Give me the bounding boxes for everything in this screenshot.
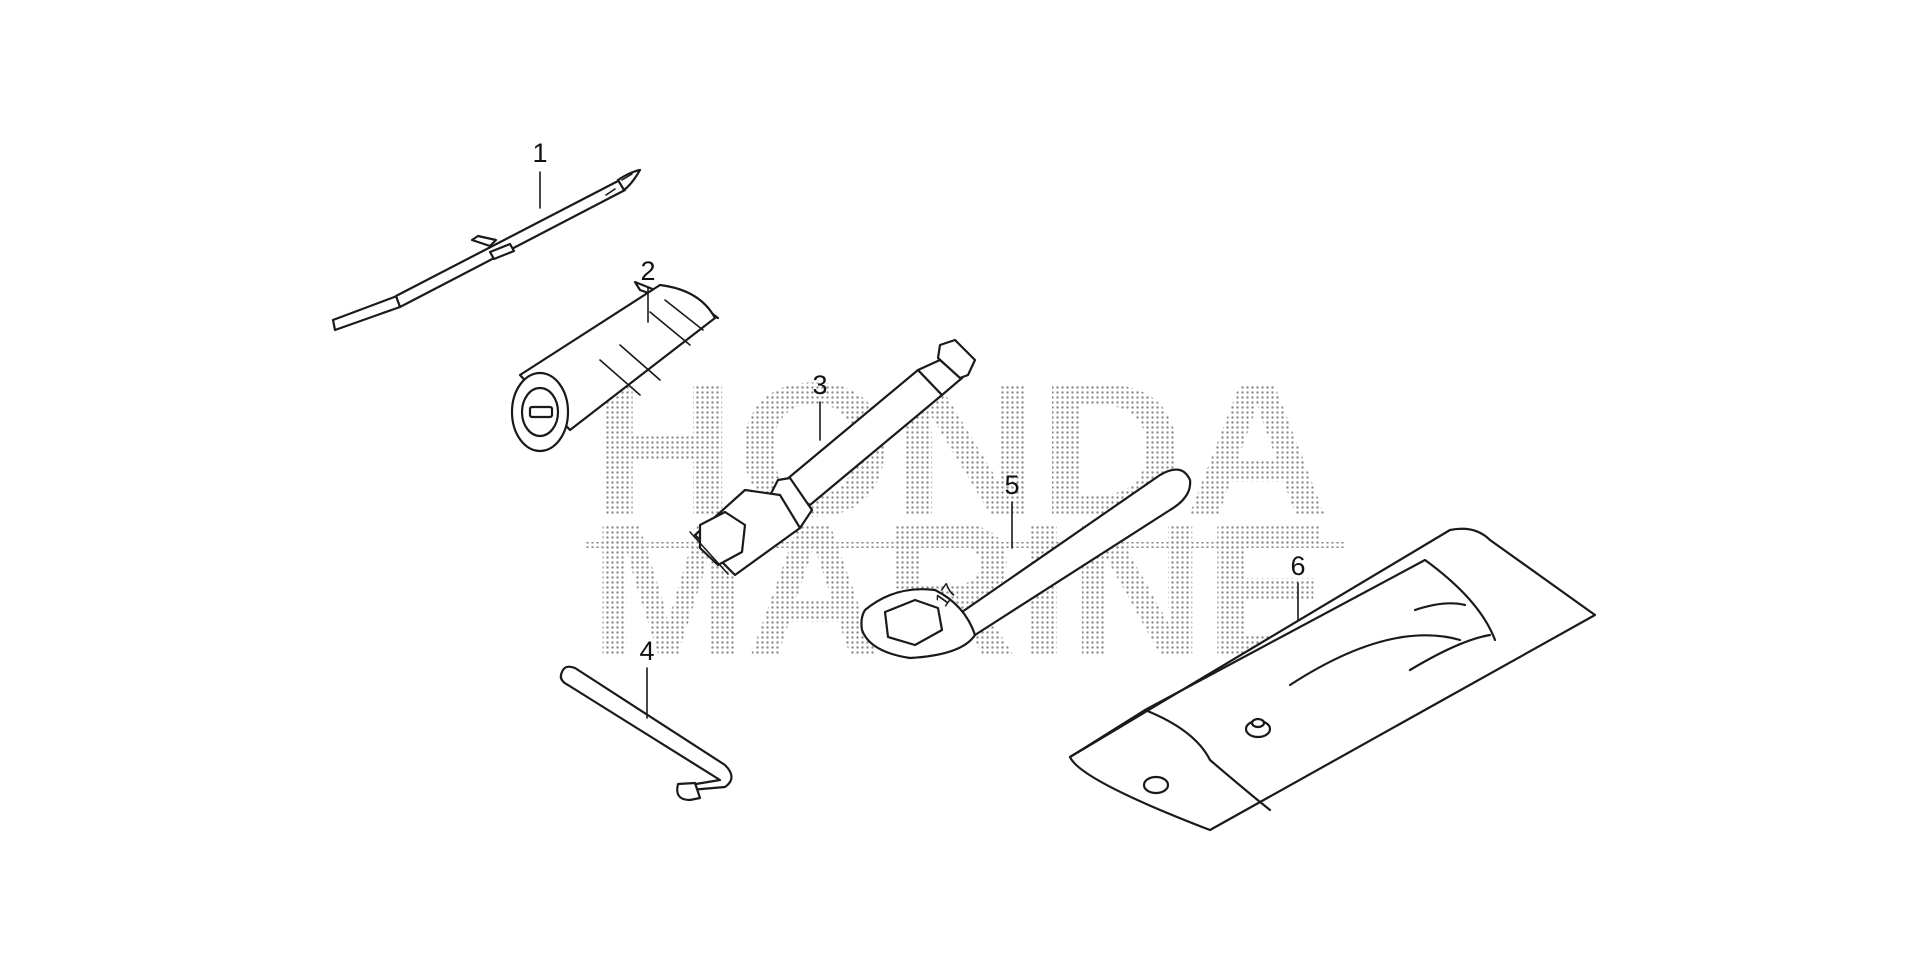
box-wrench-17mm-icon[interactable]: 17 [860, 468, 1192, 660]
callout-number-2: 2 [640, 256, 655, 286]
callout-number-1: 1 [532, 138, 547, 168]
screwdriver-bit-icon[interactable] [331, 168, 642, 332]
watermark-line-2: MARINE [590, 484, 1330, 696]
hex-key-icon[interactable] [559, 665, 733, 802]
callout-number-3: 3 [812, 370, 827, 400]
plug-wrench-icon[interactable] [689, 338, 977, 577]
callout-number-5: 5 [1004, 470, 1019, 500]
tool-bag-icon[interactable] [1068, 527, 1597, 832]
screwdriver-handle-icon[interactable] [510, 280, 720, 453]
callout-number-4: 4 [639, 636, 654, 666]
callout-number-6: 6 [1290, 551, 1305, 581]
